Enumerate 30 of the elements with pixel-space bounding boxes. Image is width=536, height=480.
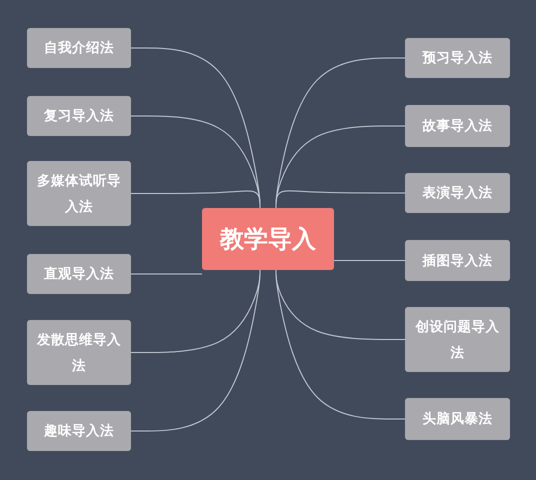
topic-text: 自我介绍法 bbox=[44, 39, 114, 58]
topic-box bbox=[405, 307, 510, 372]
topic-text: 预习导入法 bbox=[422, 49, 492, 68]
topic-text: 表演导入法 bbox=[422, 184, 492, 203]
topic-box bbox=[405, 105, 510, 147]
connector-line bbox=[276, 190, 406, 208]
topic-text: 故事导入法 bbox=[422, 117, 492, 136]
topic-box bbox=[27, 254, 131, 294]
topic-box bbox=[405, 173, 510, 213]
topic-box bbox=[27, 320, 131, 385]
topic-text: 头脑风暴法 bbox=[422, 410, 492, 429]
topic-box bbox=[405, 240, 510, 281]
topic-box bbox=[27, 28, 131, 68]
topic-text: 直观导入法 bbox=[44, 265, 114, 284]
topic-text: 复习导入法 bbox=[44, 107, 114, 126]
connector-line bbox=[130, 190, 260, 208]
topic-box bbox=[27, 96, 131, 136]
topic-text: 发散思维导入法 bbox=[37, 330, 121, 376]
topic-text: 教学导入 bbox=[220, 224, 316, 255]
connector-line bbox=[334, 260, 406, 261]
topic-text: 创设问题导入法 bbox=[415, 318, 500, 362]
topic-box bbox=[405, 38, 510, 78]
topic-text: 趣味导入法 bbox=[44, 422, 114, 441]
central-topic bbox=[202, 208, 334, 270]
topic-box bbox=[27, 161, 131, 226]
connector-line bbox=[276, 270, 406, 420]
topic-text: 多媒体试听导入法 bbox=[37, 172, 121, 216]
topic-box bbox=[405, 398, 510, 440]
topic-text: 插图导入法 bbox=[422, 252, 492, 270]
topic-box bbox=[27, 411, 131, 451]
